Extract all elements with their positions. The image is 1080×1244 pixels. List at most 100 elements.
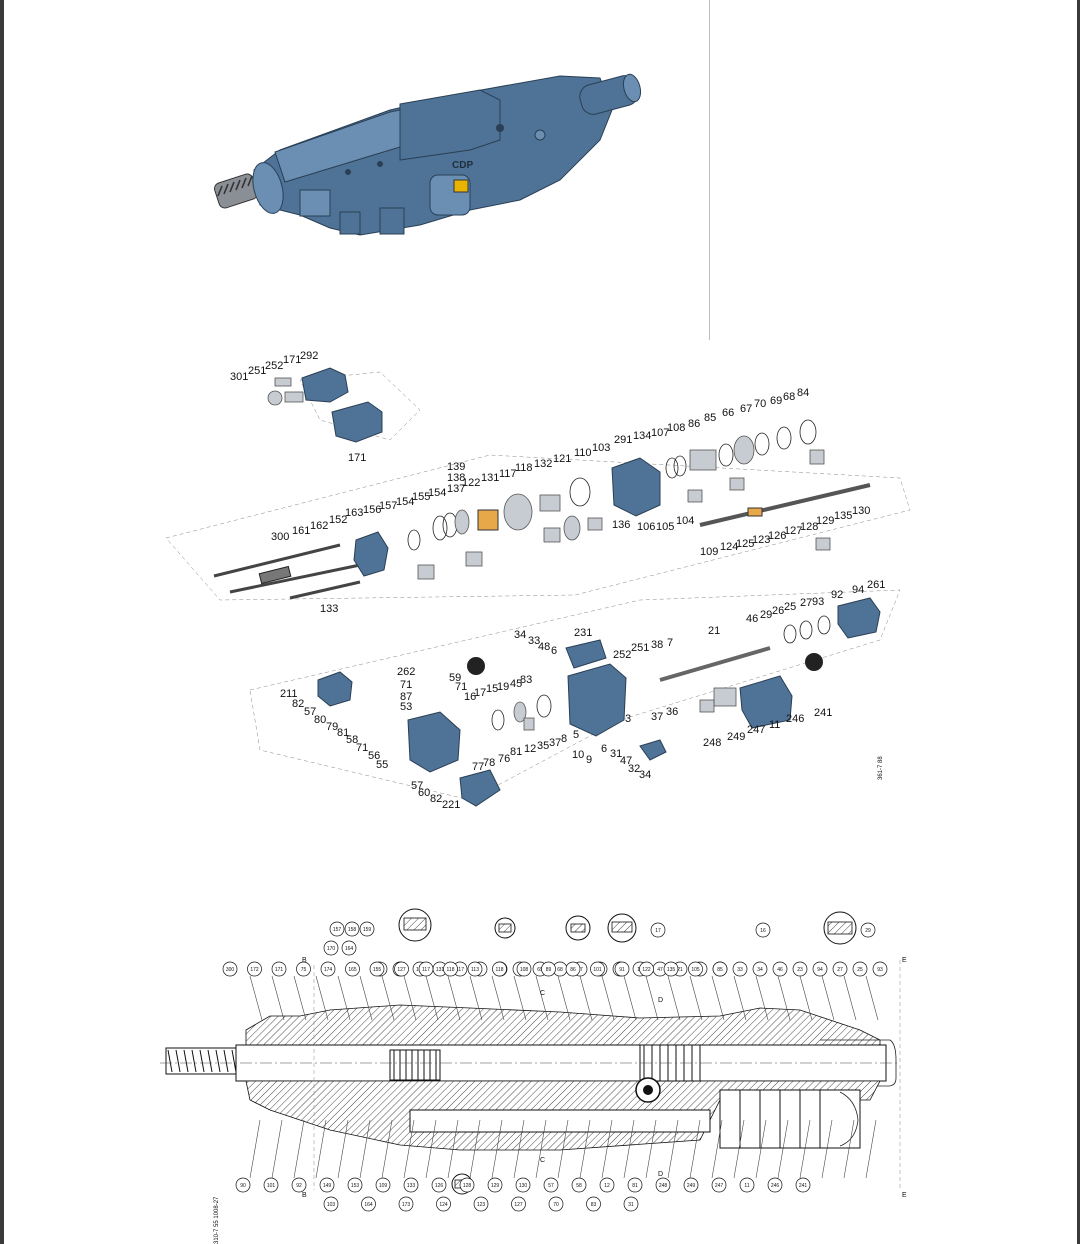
section-top-row3-label: 25 bbox=[857, 967, 863, 973]
section-top-row3-bubble bbox=[872, 961, 888, 977]
section-bottom-row1-label: 130 bbox=[519, 1183, 528, 1189]
part-number-label: 252 bbox=[265, 360, 283, 372]
section-top-row3-label: 46 bbox=[777, 967, 783, 973]
part-number-label: 125 bbox=[736, 538, 754, 550]
section-bottom-row1-bubble bbox=[711, 1177, 727, 1193]
part-number-label: 47 bbox=[620, 755, 632, 767]
part-number-label: 118 bbox=[515, 462, 533, 474]
part-number-label: 85 bbox=[704, 412, 716, 424]
part-number-label: 128 bbox=[800, 521, 818, 533]
section-cut-mark: E bbox=[902, 1192, 907, 1199]
section-top-row4-bubble bbox=[222, 961, 238, 977]
section-cut-mark: B bbox=[302, 957, 307, 964]
section-top-row4-label: 108 bbox=[520, 967, 529, 973]
part-number-label: 71 bbox=[356, 742, 368, 754]
section-cut-mark: B bbox=[302, 1192, 307, 1199]
section-top-row1-bubble bbox=[359, 921, 375, 937]
section-bottom-row1-label: 57 bbox=[548, 1183, 554, 1189]
section-bottom-row1-label: 153 bbox=[351, 1183, 360, 1189]
part-number-label: 131 bbox=[481, 472, 499, 484]
part-number-label: 127 bbox=[784, 525, 802, 537]
part-number-label: 9 bbox=[586, 754, 592, 766]
section-bottom-row1-bubble bbox=[291, 1177, 307, 1193]
section-bottom-row1-label: 101 bbox=[267, 1183, 276, 1189]
brand-badge: CDP bbox=[452, 160, 473, 171]
part-number-label: 21 bbox=[708, 625, 720, 637]
part-number-label: 48 bbox=[538, 641, 550, 653]
part-number-label: 152 bbox=[329, 514, 347, 526]
exploded-group-middle bbox=[213, 419, 871, 600]
section-top-row4-label: 127 bbox=[397, 967, 406, 973]
part-number-label: 154 bbox=[396, 496, 414, 508]
section-top-row4-label: 135 bbox=[667, 967, 676, 973]
part-number-label: 247 bbox=[747, 724, 765, 736]
section-top-row4-bubble bbox=[541, 961, 556, 977]
section-top-row4-bubble bbox=[516, 961, 532, 977]
section-top-row4-bubble bbox=[688, 961, 703, 977]
section-top-row3-bubble bbox=[832, 961, 848, 977]
part-number-label: 161 bbox=[292, 525, 310, 537]
part-number-label: 66 bbox=[722, 407, 734, 419]
section-bottom-row1-bubble bbox=[431, 1177, 447, 1193]
section-top-row3-label: 94 bbox=[817, 967, 823, 973]
exploded-view bbox=[165, 367, 911, 807]
part-number-label: 33 bbox=[528, 635, 540, 647]
section-bottom-row2-bubble bbox=[623, 1196, 639, 1212]
part-number-label: 46 bbox=[746, 613, 758, 625]
part-number-label: 37 bbox=[549, 737, 561, 749]
section-bottom-row1-bubble bbox=[459, 1177, 475, 1193]
part-number-label: 35 bbox=[537, 740, 549, 752]
section-top-row4-label: 117 bbox=[422, 967, 430, 973]
section-bottom-row1-bubble bbox=[655, 1177, 671, 1193]
section-bottom-row2-label: 164 bbox=[364, 1202, 373, 1208]
section-bottom-row1-bubble bbox=[487, 1177, 503, 1193]
section-bottom-row1-label: 11 bbox=[744, 1183, 749, 1189]
section-top-row3-label: 69 bbox=[537, 967, 543, 973]
part-number-label: 249 bbox=[727, 731, 745, 743]
part-number-label: 105 bbox=[656, 521, 674, 533]
section-top-row3-bubble bbox=[732, 961, 748, 977]
part-number-label: 32 bbox=[628, 763, 640, 775]
section-top-row2-label: 164 bbox=[345, 946, 354, 952]
part-number-label: 45 bbox=[510, 678, 522, 690]
part-number-label: 67 bbox=[740, 403, 752, 415]
section-bottom-row1-label: 248 bbox=[659, 1183, 668, 1189]
section-top-row4-label: 86 bbox=[570, 967, 576, 973]
section-top-row2-label: 170 bbox=[327, 946, 336, 952]
part-number-label: 132 bbox=[534, 458, 552, 470]
section-top-row4-bubble bbox=[639, 961, 654, 977]
part-number-label: 135 bbox=[834, 510, 852, 522]
exploded-group-top bbox=[267, 367, 383, 443]
section-bottom-row1-bubble bbox=[403, 1177, 419, 1193]
section-top-row3-bubble bbox=[752, 961, 768, 977]
part-number-label: 12 bbox=[524, 743, 536, 755]
section-top-row3-bubble bbox=[852, 961, 868, 977]
part-number-label: 130 bbox=[852, 505, 870, 517]
section-bottom-row1-bubble bbox=[543, 1177, 559, 1193]
part-number-label: 262 bbox=[397, 666, 415, 678]
part-number-label: 301 bbox=[230, 371, 248, 383]
section-callout-bubble bbox=[650, 922, 666, 938]
part-number-label: 82 bbox=[292, 698, 304, 710]
section-top-row4-bubble bbox=[271, 961, 287, 977]
section-bottom-row1-label: 12 bbox=[604, 1183, 610, 1189]
section-bottom-row1-label: 58 bbox=[576, 1183, 582, 1189]
part-number-label: 37 bbox=[651, 711, 663, 723]
section-top-row1-label: 157 bbox=[333, 927, 342, 933]
section-top-row4-bubble bbox=[369, 961, 385, 977]
section-drawing-code: 310-7 55 1008-27 bbox=[214, 1196, 220, 1244]
part-number-label: 106 bbox=[637, 521, 655, 533]
part-number-label: 56 bbox=[368, 750, 380, 762]
part-number-label: 121 bbox=[553, 453, 571, 465]
section-top-row4-label: 300 bbox=[226, 967, 235, 973]
part-number-label: 81 bbox=[337, 727, 349, 739]
section-bottom-row1-label: 126 bbox=[435, 1183, 444, 1189]
section-bottom-row2-bubble bbox=[586, 1196, 601, 1212]
part-number-label: 94 bbox=[852, 584, 864, 596]
part-number-label: 103 bbox=[592, 442, 610, 454]
part-number-label: 25 bbox=[784, 601, 796, 613]
part-number-label: 31 bbox=[610, 748, 622, 760]
exploded-drawing-code: 361-7 88 bbox=[878, 756, 884, 780]
section-top-row4-bubble bbox=[320, 961, 336, 977]
